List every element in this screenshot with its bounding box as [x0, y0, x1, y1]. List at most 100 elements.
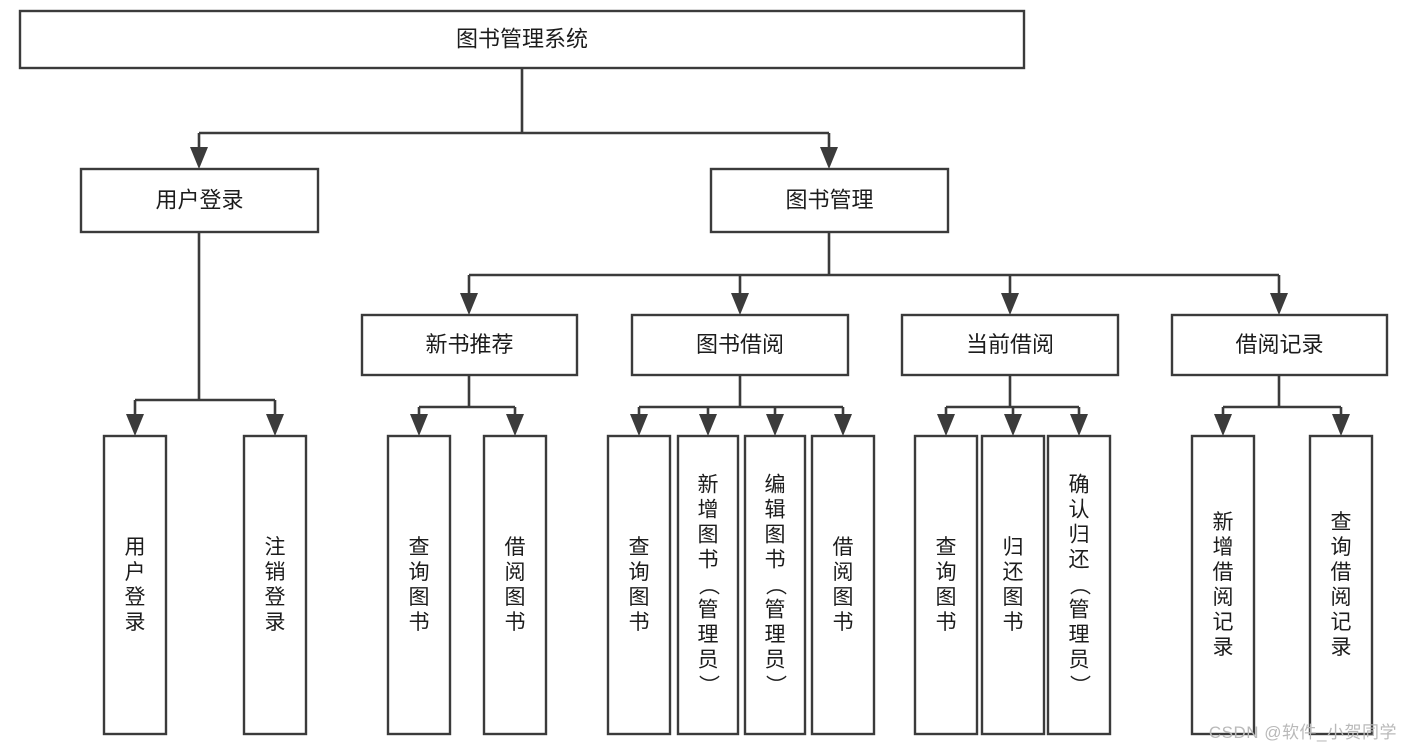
- leaf-label-char: 还: [1003, 561, 1024, 584]
- leaf-box[interactable]: [242, 434, 308, 736]
- leaf-label-char: 借: [833, 536, 854, 559]
- leaf-label-char: 用: [125, 536, 146, 559]
- leaf-box[interactable]: [482, 434, 548, 736]
- leaf-node-leaf-query-book-1[interactable]: 查询图书查询图书: [386, 434, 452, 736]
- node-root[interactable]: 图书管理系统: [18, 9, 1026, 70]
- node-label: 当前借阅: [966, 332, 1054, 357]
- leaf-label-char: 注: [265, 536, 286, 559]
- leaf-label-char: 借: [505, 536, 526, 559]
- leaf-label-char: 书: [936, 611, 957, 634]
- leaf-label-char: 借: [1331, 561, 1352, 584]
- leaf-label-char: 确: [1069, 474, 1090, 497]
- node-box[interactable]: [709, 167, 950, 234]
- leaf-label-char: 录: [1331, 636, 1352, 659]
- leaf-node-leaf-query-book-2[interactable]: 查询图书查询图书: [606, 434, 672, 736]
- leaf-label-char: 图: [833, 586, 854, 609]
- node-box[interactable]: [1170, 313, 1389, 377]
- leaf-label-char: 书: [698, 549, 719, 572]
- leaf-box[interactable]: [810, 434, 876, 736]
- node-box[interactable]: [630, 313, 850, 377]
- arrow-down-icon: [834, 414, 852, 436]
- leaf-label-char: 员: [1069, 649, 1090, 672]
- leaf-box[interactable]: [1190, 434, 1256, 736]
- leaf-node-leaf-query-record[interactable]: 查询借阅记录查询借阅记录: [1308, 434, 1374, 736]
- leaf-label-char: 询: [936, 561, 957, 584]
- leaf-label-char: 书: [409, 611, 430, 634]
- node-label: 图书管理: [785, 187, 873, 212]
- leaf-box[interactable]: [980, 434, 1046, 736]
- leaf-node-leaf-borrow-book-2[interactable]: 借阅图书借阅图书: [810, 434, 876, 736]
- leaf-label-char: 理: [698, 624, 719, 647]
- leaf-node-leaf-user-login[interactable]: 用户登录用户登录: [102, 434, 168, 736]
- leaf-label-char: 编: [765, 474, 786, 497]
- node-user-login[interactable]: 用户登录: [79, 167, 320, 234]
- leaf-label-char: 查: [936, 536, 957, 559]
- arrow-down-icon: [1332, 414, 1350, 436]
- leaf-label-char: 户: [125, 561, 146, 584]
- leaf-label-char: 增: [1213, 536, 1234, 559]
- arrow-down-icon: [266, 414, 284, 436]
- leaf-label-char: 图: [629, 586, 650, 609]
- arrow-down-icon: [699, 414, 717, 436]
- leaf-label-char: 查: [1331, 511, 1352, 534]
- leaf-node-leaf-add-record[interactable]: 新增借阅记录新增借阅记录: [1190, 434, 1256, 736]
- leaf-label-char: 管: [765, 599, 786, 622]
- arrow-down-icon: [1001, 293, 1019, 315]
- leaf-box[interactable]: [676, 434, 740, 736]
- leaf-box[interactable]: [386, 434, 452, 736]
- leaf-label-char: 查: [409, 536, 430, 559]
- node-label: 新书推荐: [425, 332, 513, 357]
- node-label: 借阅记录: [1235, 332, 1323, 357]
- leaf-label-char: 阅: [505, 561, 526, 584]
- leaf-label-char: 理: [765, 624, 786, 647]
- arrow-down-icon: [1270, 293, 1288, 315]
- leaf-node-leaf-user-logout[interactable]: 注销登录注销登录: [242, 434, 308, 736]
- node-book-management[interactable]: 图书管理: [709, 167, 950, 234]
- arrow-down-icon: [410, 414, 428, 436]
- arrow-down-icon: [506, 414, 524, 436]
- node-box[interactable]: [900, 313, 1120, 377]
- leaf-label-char: 图: [936, 586, 957, 609]
- leaf-label-char: （: [764, 575, 787, 596]
- node-box[interactable]: [360, 313, 579, 377]
- leaf-label-char: ）: [697, 675, 720, 696]
- arrow-down-icon: [630, 414, 648, 436]
- leaf-label-char: 书: [765, 549, 786, 572]
- leaf-label-char: 询: [1331, 536, 1352, 559]
- leaf-label-char: 员: [698, 649, 719, 672]
- node-current-borrow[interactable]: 当前借阅: [900, 313, 1120, 377]
- node-borrow-record[interactable]: 借阅记录: [1170, 313, 1389, 377]
- leaf-box[interactable]: [1046, 434, 1112, 736]
- node-new-book-recommend[interactable]: 新书推荐: [360, 313, 579, 377]
- node-label: 图书管理系统: [456, 26, 588, 51]
- arrow-down-icon: [820, 147, 838, 169]
- leaf-box[interactable]: [913, 434, 979, 736]
- leaf-box[interactable]: [743, 434, 807, 736]
- node-box[interactable]: [18, 9, 1026, 70]
- leaf-node-leaf-query-book-3[interactable]: 查询图书查询图书: [913, 434, 979, 736]
- arrow-down-icon: [731, 293, 749, 315]
- leaf-label-char: 图: [1003, 586, 1024, 609]
- arrow-down-icon: [766, 414, 784, 436]
- leaf-box[interactable]: [1308, 434, 1374, 736]
- leaf-label-char: ）: [1068, 675, 1091, 696]
- leaf-label-char: 借: [1213, 561, 1234, 584]
- leaf-label-char: 图: [765, 524, 786, 547]
- leaf-label-char: 录: [1213, 636, 1234, 659]
- leaf-box[interactable]: [102, 434, 168, 736]
- leaf-box[interactable]: [606, 434, 672, 736]
- leaf-label-char: 阅: [1331, 586, 1352, 609]
- leaf-node-leaf-borrow-book-1[interactable]: 借阅图书借阅图书: [482, 434, 548, 736]
- node-box[interactable]: [79, 167, 320, 234]
- leaf-label-char: 阅: [1213, 586, 1234, 609]
- arrow-down-icon: [937, 414, 955, 436]
- leaf-label-char: 阅: [833, 561, 854, 584]
- leaf-label-char: 录: [265, 611, 286, 634]
- leaf-label-char: 书: [1003, 611, 1024, 634]
- leaf-node-leaf-return-book[interactable]: 归还图书归还图书: [980, 434, 1046, 736]
- node-book-borrow[interactable]: 图书借阅: [630, 313, 850, 377]
- arrow-down-icon: [460, 293, 478, 315]
